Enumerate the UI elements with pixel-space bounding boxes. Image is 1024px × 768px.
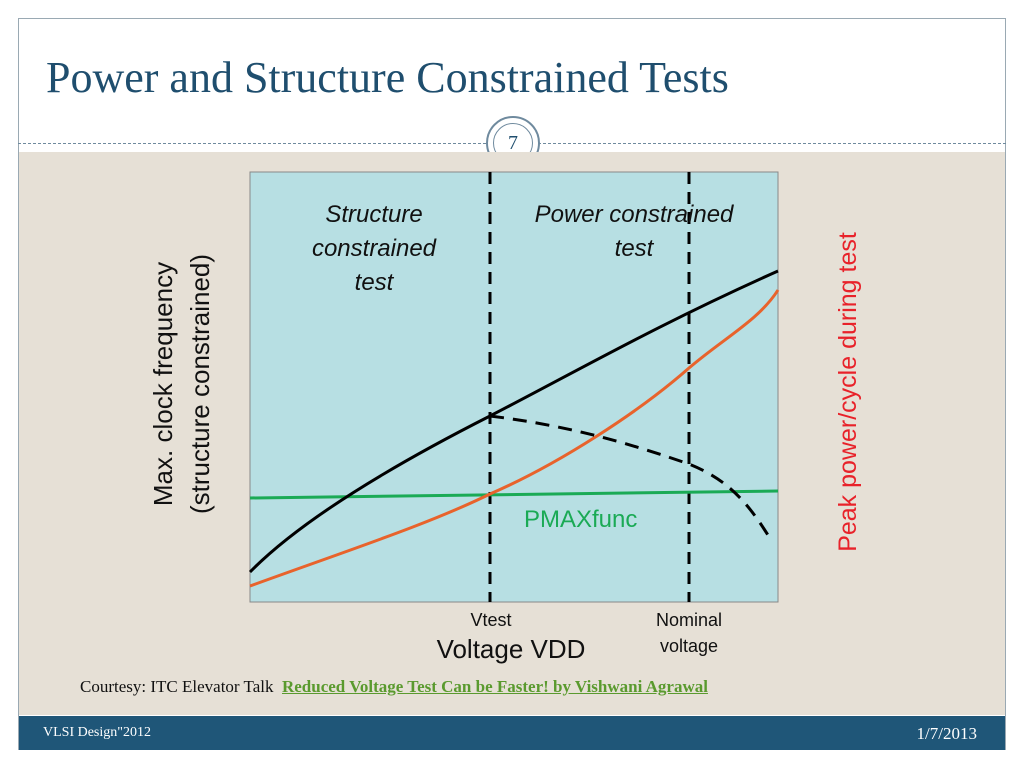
left-axis-label-1: Max. clock frequency xyxy=(148,262,178,506)
courtesy-link[interactable]: Reduced Voltage Test Can be Faster! by V… xyxy=(281,677,708,696)
structure-region-label-1: Structure xyxy=(325,201,422,228)
right-axis-label: Peak power/cycle during test xyxy=(834,232,862,552)
peak-power-curve xyxy=(249,289,780,588)
nominal-tick-label-1: Nominal xyxy=(656,610,722,630)
courtesy-prefix: Courtesy: ITC Elevator Talk xyxy=(80,677,274,696)
vtest-tick-label: Vtest xyxy=(470,610,511,630)
pmax-func-label: PMAXfunc xyxy=(524,506,637,533)
structure-region-label-2: constrained xyxy=(312,235,437,262)
footer-bar: VLSI Design"2012 1/7/2013 xyxy=(19,716,1005,750)
pmax-func-line xyxy=(249,489,779,500)
slide-title: Power and Structure Constrained Tests xyxy=(46,53,729,102)
frequency-extrapolation-curve xyxy=(489,414,773,541)
voltage-frequency-diagram: Structure constrained test Power constra… xyxy=(148,171,862,664)
structure-region-label-3: test xyxy=(355,269,395,296)
nominal-tick-label-2: voltage xyxy=(660,636,718,656)
courtesy-line: Courtesy: ITC Elevator Talk Reduced Volt… xyxy=(80,677,708,697)
left-axis-label-2: (structure constrained) xyxy=(185,254,215,514)
footer-conference: VLSI Design"2012 xyxy=(43,725,151,740)
power-region-label-2: test xyxy=(615,235,655,262)
content-area: Structure constrained test Power constra… xyxy=(19,152,1005,715)
x-axis-label: Voltage VDD xyxy=(437,634,586,664)
power-region-label-1: Power constrained xyxy=(535,201,734,228)
footer-date: 1/7/2013 xyxy=(916,724,977,743)
